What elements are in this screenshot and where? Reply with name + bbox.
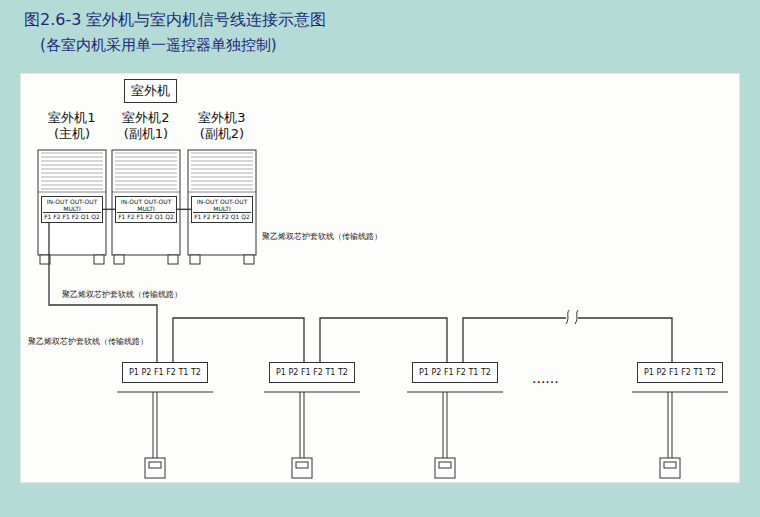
node-text: 室外机3 — [188, 110, 256, 126]
node-text: P1 P2 F1 F2 T1 T2 — [276, 368, 348, 377]
terminal-strip: IN-OUT OUT-OUT MULTIF1 F2 F1 F2 Q1 Q2 — [115, 196, 177, 223]
subtitle: (各室内机采用单一遥控器单独控制) — [40, 36, 277, 55]
outdoor-unit-bodies — [38, 150, 256, 264]
indoor-unit: P1 P2 F1 F2 T1 T2 — [637, 362, 723, 383]
terminal-strip: IN-OUT OUT-OUT MULTIF1 F2 F1 F2 Q1 Q2 — [191, 196, 253, 223]
node-text: P1 P2 F1 F2 T1 T2 — [419, 368, 491, 377]
node-text: F1 F2 F1 F2 Q1 Q2 — [117, 212, 175, 220]
wire-label: 聚乙烯双芯护套软线（传输线路） — [28, 336, 148, 347]
signal-wire — [173, 318, 304, 362]
indoor-unit: P1 P2 F1 F2 T1 T2 — [122, 362, 208, 383]
node-text: (副机1) — [112, 126, 180, 142]
wire-label: 聚乙烯双芯护套软线（传输线路） — [262, 231, 382, 242]
diagram-title: 图2.6-3 室外机与室内机信号线连接示意图 — [24, 10, 326, 31]
signal-wire — [103, 209, 115, 210]
omission-mark: ...... — [532, 370, 559, 386]
node-text: (副机2) — [188, 126, 256, 142]
node-text: F1 F2 F1 F2 Q1 Q2 — [43, 212, 101, 220]
drawing-panel — [20, 73, 740, 483]
node-text: 室外机 — [131, 82, 170, 100]
signal-wire — [320, 318, 447, 362]
terminal-strip: IN-OUT OUT-OUT MULTIF1 F2 F1 F2 Q1 Q2 — [41, 196, 103, 223]
node-text: F1 F2 F1 F2 Q1 Q2 — [193, 212, 251, 220]
node-text: IN-OUT OUT-OUT MULTI — [193, 198, 251, 212]
node-text: (主机) — [38, 126, 106, 142]
node-text: IN-OUT OUT-OUT MULTI — [43, 198, 101, 212]
break-mark — [566, 310, 578, 326]
outdoor-unit: 室外机2(副机1)IN-OUT OUT-OUT MULTIF1 F2 F1 F2… — [112, 110, 180, 143]
node-text: 室外机1 — [38, 110, 106, 126]
indoor-unit: P1 P2 F1 F2 T1 T2 — [412, 362, 498, 383]
indoor-unit-parts — [117, 392, 728, 478]
wire-label: 聚乙烯双芯护套软线（传输线路） — [62, 289, 182, 300]
node-text: IN-OUT OUT-OUT MULTI — [117, 198, 175, 212]
node-text: 室外机2 — [112, 110, 180, 126]
indoor-unit: P1 P2 F1 F2 T1 T2 — [269, 362, 355, 383]
outdoor-unit: 室外机3(副机2)IN-OUT OUT-OUT MULTIF1 F2 F1 F2… — [188, 110, 256, 143]
group-label-box: 室外机 — [124, 79, 177, 103]
node-text: P1 P2 F1 F2 T1 T2 — [129, 368, 201, 377]
outdoor-unit: 室外机1(主机)IN-OUT OUT-OUT MULTIF1 F2 F1 F2 … — [38, 110, 106, 143]
node-text: P1 P2 F1 F2 T1 T2 — [644, 368, 716, 377]
signal-wire — [177, 209, 191, 210]
unit-fins — [38, 153, 256, 192]
